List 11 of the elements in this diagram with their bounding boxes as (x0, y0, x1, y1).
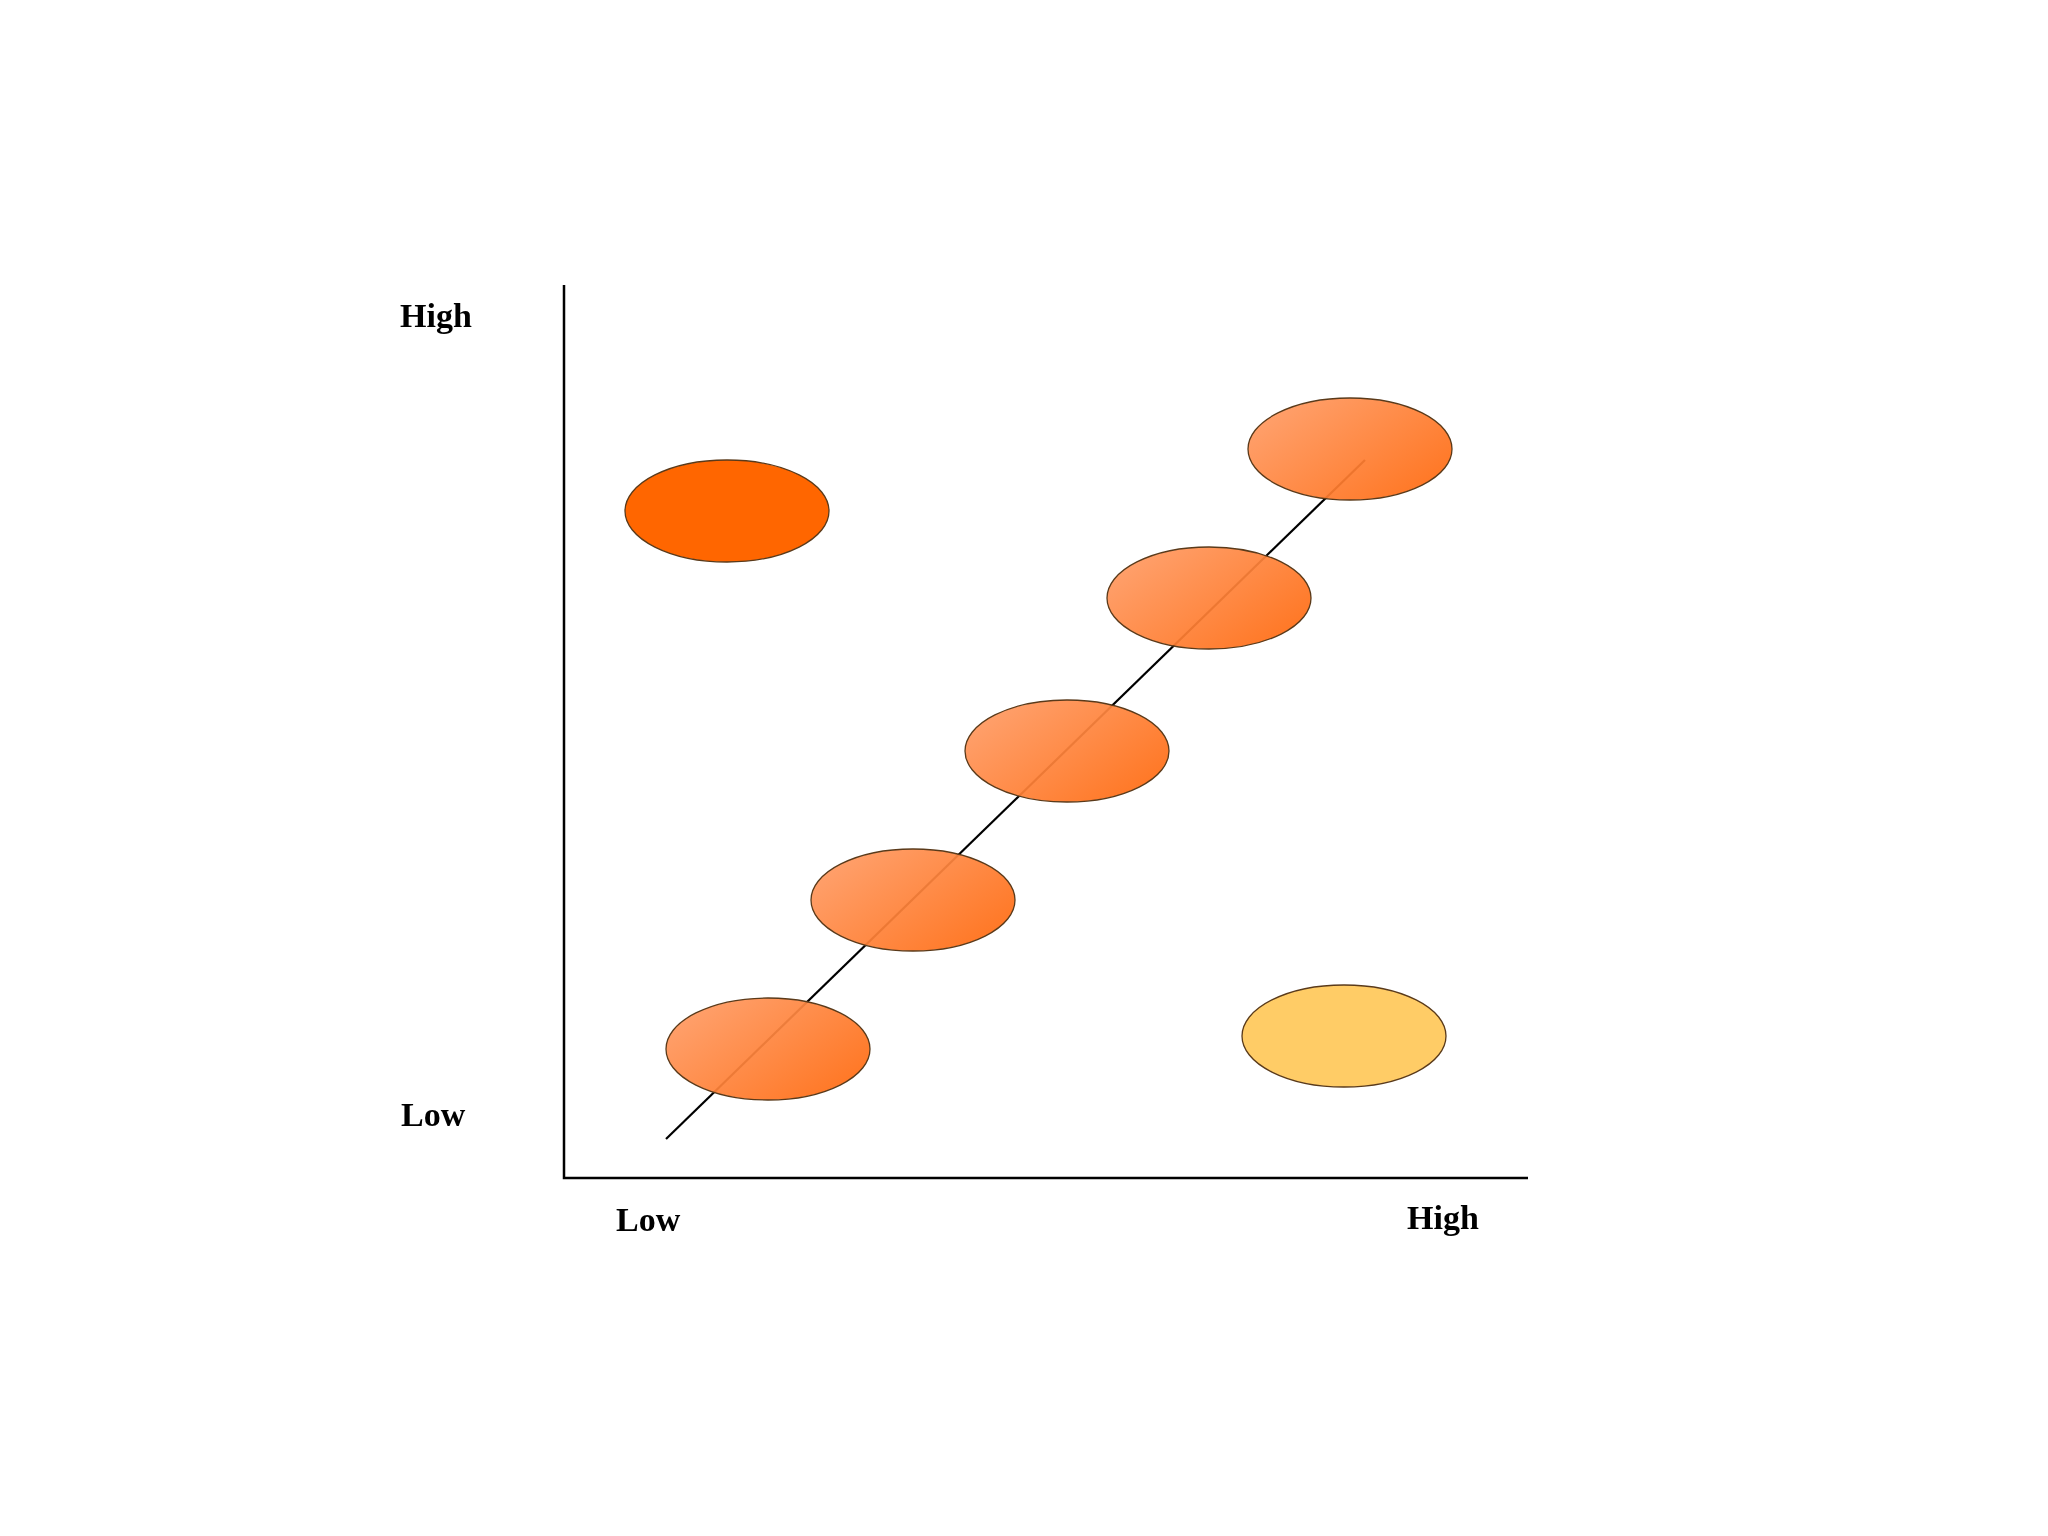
ellipse-node (963, 698, 1171, 804)
ellipse-node (664, 996, 872, 1102)
ellipse-node (1105, 545, 1313, 651)
ellipse-node (1240, 983, 1448, 1089)
axis-label: Low (616, 1203, 681, 1237)
axis-label: High (1407, 1201, 1479, 1235)
ellipse-node (623, 458, 831, 564)
ellipse-node (1246, 396, 1454, 502)
ellipse-node (809, 847, 1017, 953)
axis-label: High (400, 299, 472, 333)
axis-label: Low (401, 1098, 466, 1132)
